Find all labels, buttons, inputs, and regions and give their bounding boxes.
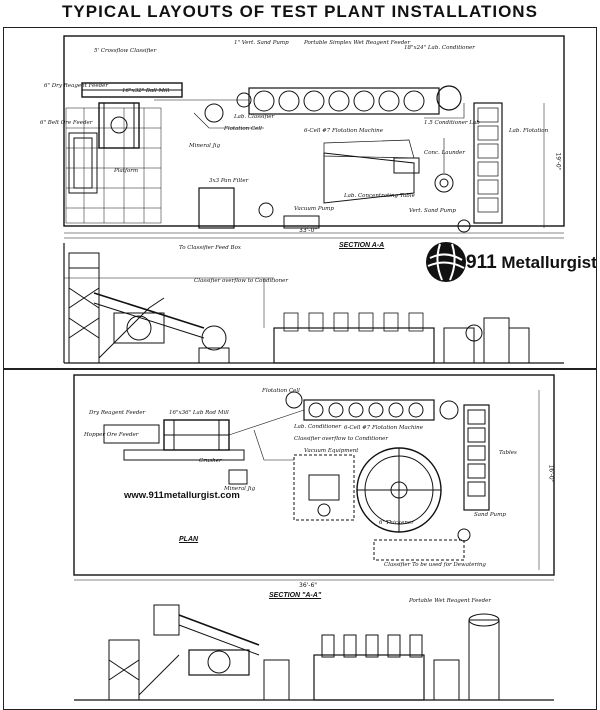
logo-word: Metallurgist [501, 253, 597, 272]
label-mineral-jig-b: Mineral Jig [224, 486, 256, 492]
label-conc-launder: Conc. Launder [424, 150, 466, 156]
logo-number: 911 [466, 252, 497, 273]
label-dry-reagent-feeder: 6" Dry Reagent Feeder [44, 83, 109, 89]
label-flotation-cell: Flotation Cell [224, 126, 262, 132]
label-classifier-overflow: Classifier overflow to Conditioner [194, 278, 289, 284]
bottom-layout-panel: Dry Reagent Feeder 16"x36" Lab Rod Mill … [3, 369, 597, 710]
website-text: www.911metallurgist.com [124, 490, 240, 501]
side-dimension: 19'-0" [554, 152, 562, 171]
label-classifier-feed-box: To Classifier Feed Box [179, 245, 242, 251]
label-thickener: 6' Thickener [379, 520, 414, 526]
overall-dimension-b: 36'-6" [299, 582, 318, 589]
label-pan-filter: 3x3 Pan Filter [209, 178, 249, 184]
plan-label: PLAN [179, 536, 199, 543]
top-layout-panel: 5' Crossflow Classifier 1" Vert. Sand Pu… [3, 27, 597, 369]
label-flotation-machine-b: 6-Cell #7 Flotation Machine [344, 425, 423, 431]
label-ore-feeder: 6" Belt Ore Feeder [40, 120, 93, 126]
label-mineral-jig: Mineral Jig [189, 143, 221, 149]
section-a-a-label: SECTION A-A [339, 242, 385, 249]
label-lab-conditioner: 18"x24" Lab. Conditioner [404, 45, 475, 51]
label-flotation-cell-b: Flotation Cell [262, 388, 300, 394]
label-portable-feeder: Portable Simplex Wet Reagent Feeder [304, 40, 411, 46]
label-sand-pump: Sand Pump [474, 512, 506, 518]
top-plan-drawing [63, 35, 565, 364]
label-classifier-overflow-b: Classifier overflow to Conditioner [294, 436, 389, 442]
section-a-a-label-b: SECTION "A-A" [269, 592, 322, 599]
label-reagent-feeder: Portable Wet Reagent Feeder [409, 598, 491, 604]
label-hopper-ore-feeder: Hopper Ore Feeder [84, 432, 139, 438]
label-flotation-machine: 6-Cell #7 Flotation Machine [304, 128, 383, 134]
overall-dimension: 33'-0" [299, 227, 318, 234]
label-lab-flotation: Lab. Flotation [509, 128, 549, 134]
label-vert-sand-pump2: Vert. Sand Pump [409, 208, 456, 214]
side-dimension-b: 16'-0" [547, 464, 555, 483]
page-title: TYPICAL LAYOUTS OF TEST PLANT INSTALLATI… [62, 2, 538, 21]
label-classifier: 5' Crossflow Classifier [94, 48, 157, 54]
label-dry-reagent-feeder-b: Dry Reagent Feeder [89, 410, 146, 416]
label-conditioner-b: Lab. Conditioner [294, 424, 341, 430]
logo-text: 911 Metallurgist [466, 252, 597, 274]
label-lab-classifier: Lab. Classifier [234, 114, 275, 120]
label-vacuum-pump: Vacuum Pump [294, 206, 334, 212]
label-classifier-dewatering: Classifier To be used for Dewatering [384, 562, 486, 568]
label-concentrating-table: Lab. Concentrating Table [344, 193, 415, 199]
label-crusher: Crusher [199, 458, 222, 464]
label-tables: Tables [499, 450, 517, 456]
label-ball-mill: 16"x32" Ball Mill [122, 88, 170, 94]
label-rod-mill: 16"x36" Lab Rod Mill [169, 410, 229, 416]
bottom-plan-drawing [73, 374, 555, 701]
label-vacuum-equipment: Vacuum Equipment [304, 448, 359, 454]
globe-icon [426, 242, 466, 282]
label-platform: Platform [114, 168, 139, 174]
logo: 911 Metallurgist [424, 238, 597, 288]
label-lab-conditioner2: 1.5 Conditioner Lab [424, 120, 480, 126]
label-vert-sand-pump: 1" Vert. Sand Pump [234, 40, 289, 46]
